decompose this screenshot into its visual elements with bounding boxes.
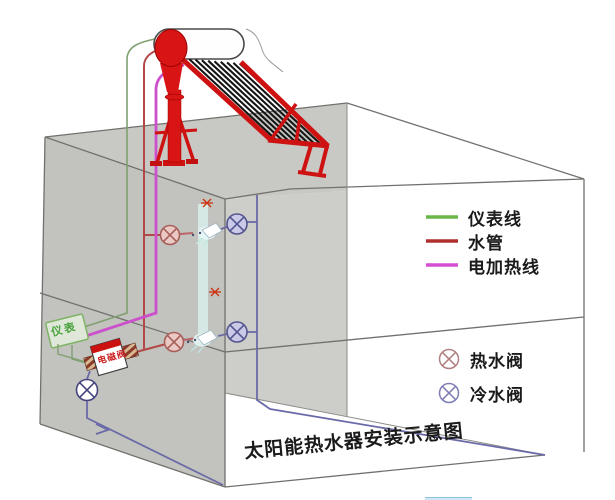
heat-burst-lower bbox=[209, 287, 221, 297]
inlet-riser bbox=[86, 370, 91, 380]
roof-face bbox=[45, 103, 347, 199]
hot-stub-upper bbox=[179, 232, 194, 235]
solenoid-top-band bbox=[90, 338, 122, 354]
shower-head-icon bbox=[201, 222, 223, 239]
inlet-floor-run bbox=[86, 401, 224, 486]
cold-water-pipe bbox=[86, 195, 546, 486]
magenta-line-swatch bbox=[426, 263, 458, 267]
legend-label: 仪表线 bbox=[468, 209, 522, 229]
legend-hot-valve: 热水阀 bbox=[437, 348, 524, 371]
cold-water-valve-upper bbox=[226, 213, 248, 235]
building-outline bbox=[39, 102, 585, 488]
shower-upper bbox=[191, 222, 223, 247]
legend-label: 电加热线 bbox=[468, 257, 540, 277]
flow-arrow bbox=[95, 423, 111, 435]
feed-funnel bbox=[160, 63, 183, 92]
legend-water-pipe: 水管 bbox=[425, 230, 504, 253]
cold-water-valve-lower bbox=[226, 321, 248, 343]
cold-pipe-main bbox=[256, 195, 546, 456]
left-corner-edge bbox=[39, 136, 46, 425]
frame-leg-right-1 bbox=[301, 141, 314, 173]
roof-front-right-edge bbox=[224, 178, 585, 200]
left-bottom-edge bbox=[39, 423, 226, 488]
frame-leg-right-2 bbox=[318, 145, 329, 175]
cold-water-inlet-valve bbox=[75, 378, 99, 402]
heat-burst-upper bbox=[201, 198, 213, 208]
roof-front-left-edge bbox=[44, 136, 226, 200]
legend-label: 水管 bbox=[468, 233, 504, 253]
meter-box-body bbox=[45, 313, 89, 349]
legend-label: 冷水阀 bbox=[470, 385, 524, 405]
solar-water-heater bbox=[150, 28, 330, 178]
support-column bbox=[167, 89, 182, 163]
steam-symbols bbox=[201, 198, 221, 297]
frame-rail-near bbox=[180, 57, 273, 142]
legend-cold-valve: 冷水阀 bbox=[437, 382, 524, 405]
cold-valve-icon bbox=[438, 382, 460, 404]
assistant-tank bbox=[154, 29, 188, 67]
instrument-wire bbox=[83, 38, 156, 328]
right-floor-divider bbox=[224, 316, 585, 353]
roof-back-left-edge bbox=[44, 102, 348, 138]
roof-back-right-edge bbox=[346, 102, 585, 180]
heater-base-pad bbox=[163, 160, 185, 166]
frame-rail-bottom bbox=[267, 137, 330, 149]
hot-water-valve-upper bbox=[159, 224, 181, 246]
watermark-strip bbox=[425, 497, 472, 500]
legend-label: 热水阀 bbox=[470, 351, 524, 371]
hot-valve-icon bbox=[438, 348, 460, 370]
frame-rail-far bbox=[239, 60, 330, 148]
floor-back-edge bbox=[224, 392, 546, 456]
legend-instrument-line: 仪表线 bbox=[425, 206, 522, 229]
shower-head-icon bbox=[196, 329, 218, 346]
halo-outline bbox=[245, 28, 284, 73]
red-line-swatch bbox=[426, 239, 458, 243]
right-bottom-edge bbox=[224, 454, 546, 488]
solenoid-valve bbox=[83, 337, 139, 377]
shower-lower bbox=[186, 329, 218, 354]
interior-wall-face bbox=[225, 191, 347, 416]
cold-stub-lower bbox=[217, 333, 228, 337]
legend-heating-line: 电加热线 bbox=[425, 254, 540, 277]
hot-water-valve-lower bbox=[163, 331, 185, 353]
green-line-swatch bbox=[426, 215, 458, 219]
water-pipe-tee-lower bbox=[135, 343, 167, 353]
shower-water-column bbox=[198, 204, 208, 334]
valves bbox=[75, 213, 248, 402]
